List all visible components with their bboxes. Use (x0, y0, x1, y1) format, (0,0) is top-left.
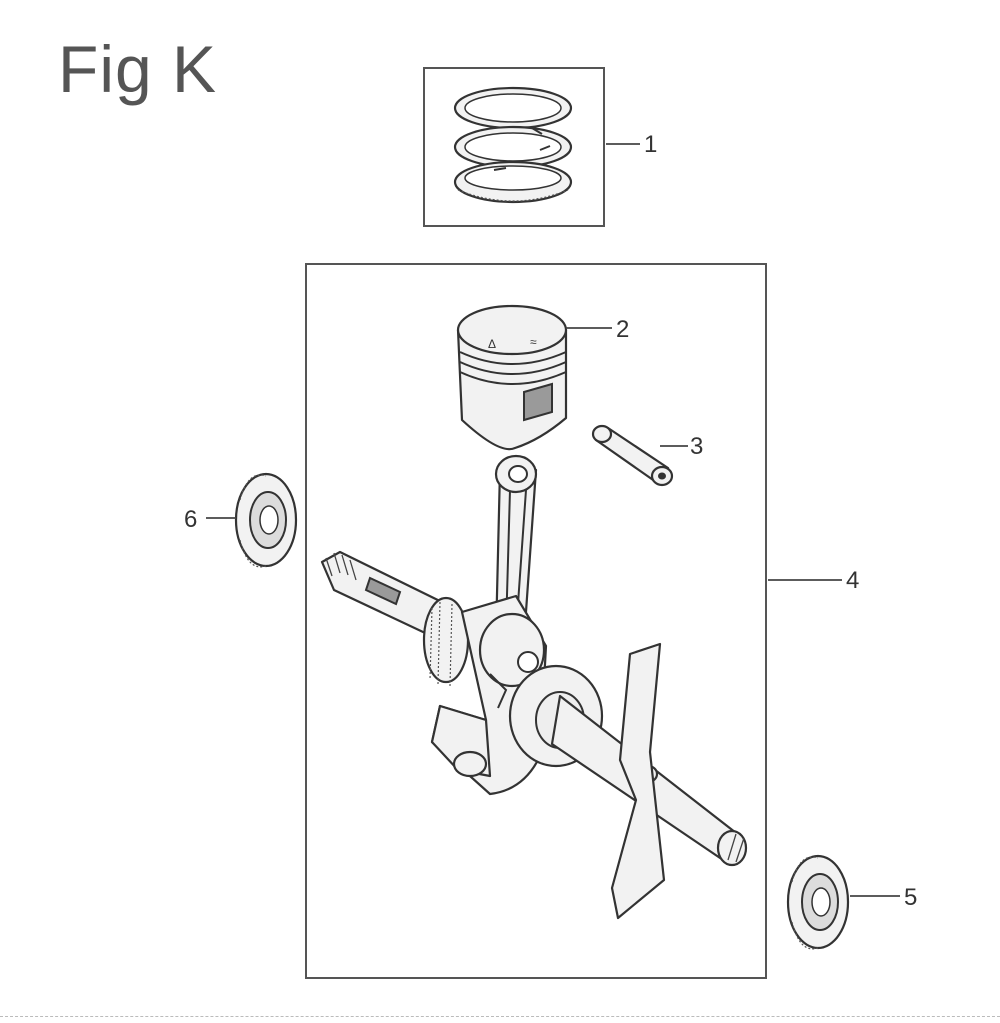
callout-2: 2 (616, 316, 629, 343)
piston-ring-set[interactable] (453, 86, 573, 204)
callout-5: 5 (904, 884, 917, 911)
callout-4: 4 (846, 567, 859, 594)
connecting-rod[interactable] (494, 454, 538, 642)
piston-ring-set-box (423, 67, 605, 227)
piston[interactable]: Δ ≈ (456, 304, 568, 451)
figure-title: Fig K (58, 32, 218, 106)
svg-text:≈: ≈ (530, 335, 537, 349)
callout-1: 1 (644, 131, 657, 158)
oil-seal-right[interactable] (786, 854, 850, 950)
crankshaft-assembly-box (305, 263, 767, 979)
crankshaft[interactable] (320, 550, 748, 920)
svg-text:Δ: Δ (488, 337, 496, 351)
callout-6: 6 (184, 506, 197, 533)
piston-pin[interactable] (591, 424, 674, 487)
bottom-border (0, 1016, 1000, 1017)
oil-seal-left[interactable] (234, 472, 298, 568)
callout-3: 3 (690, 433, 703, 460)
